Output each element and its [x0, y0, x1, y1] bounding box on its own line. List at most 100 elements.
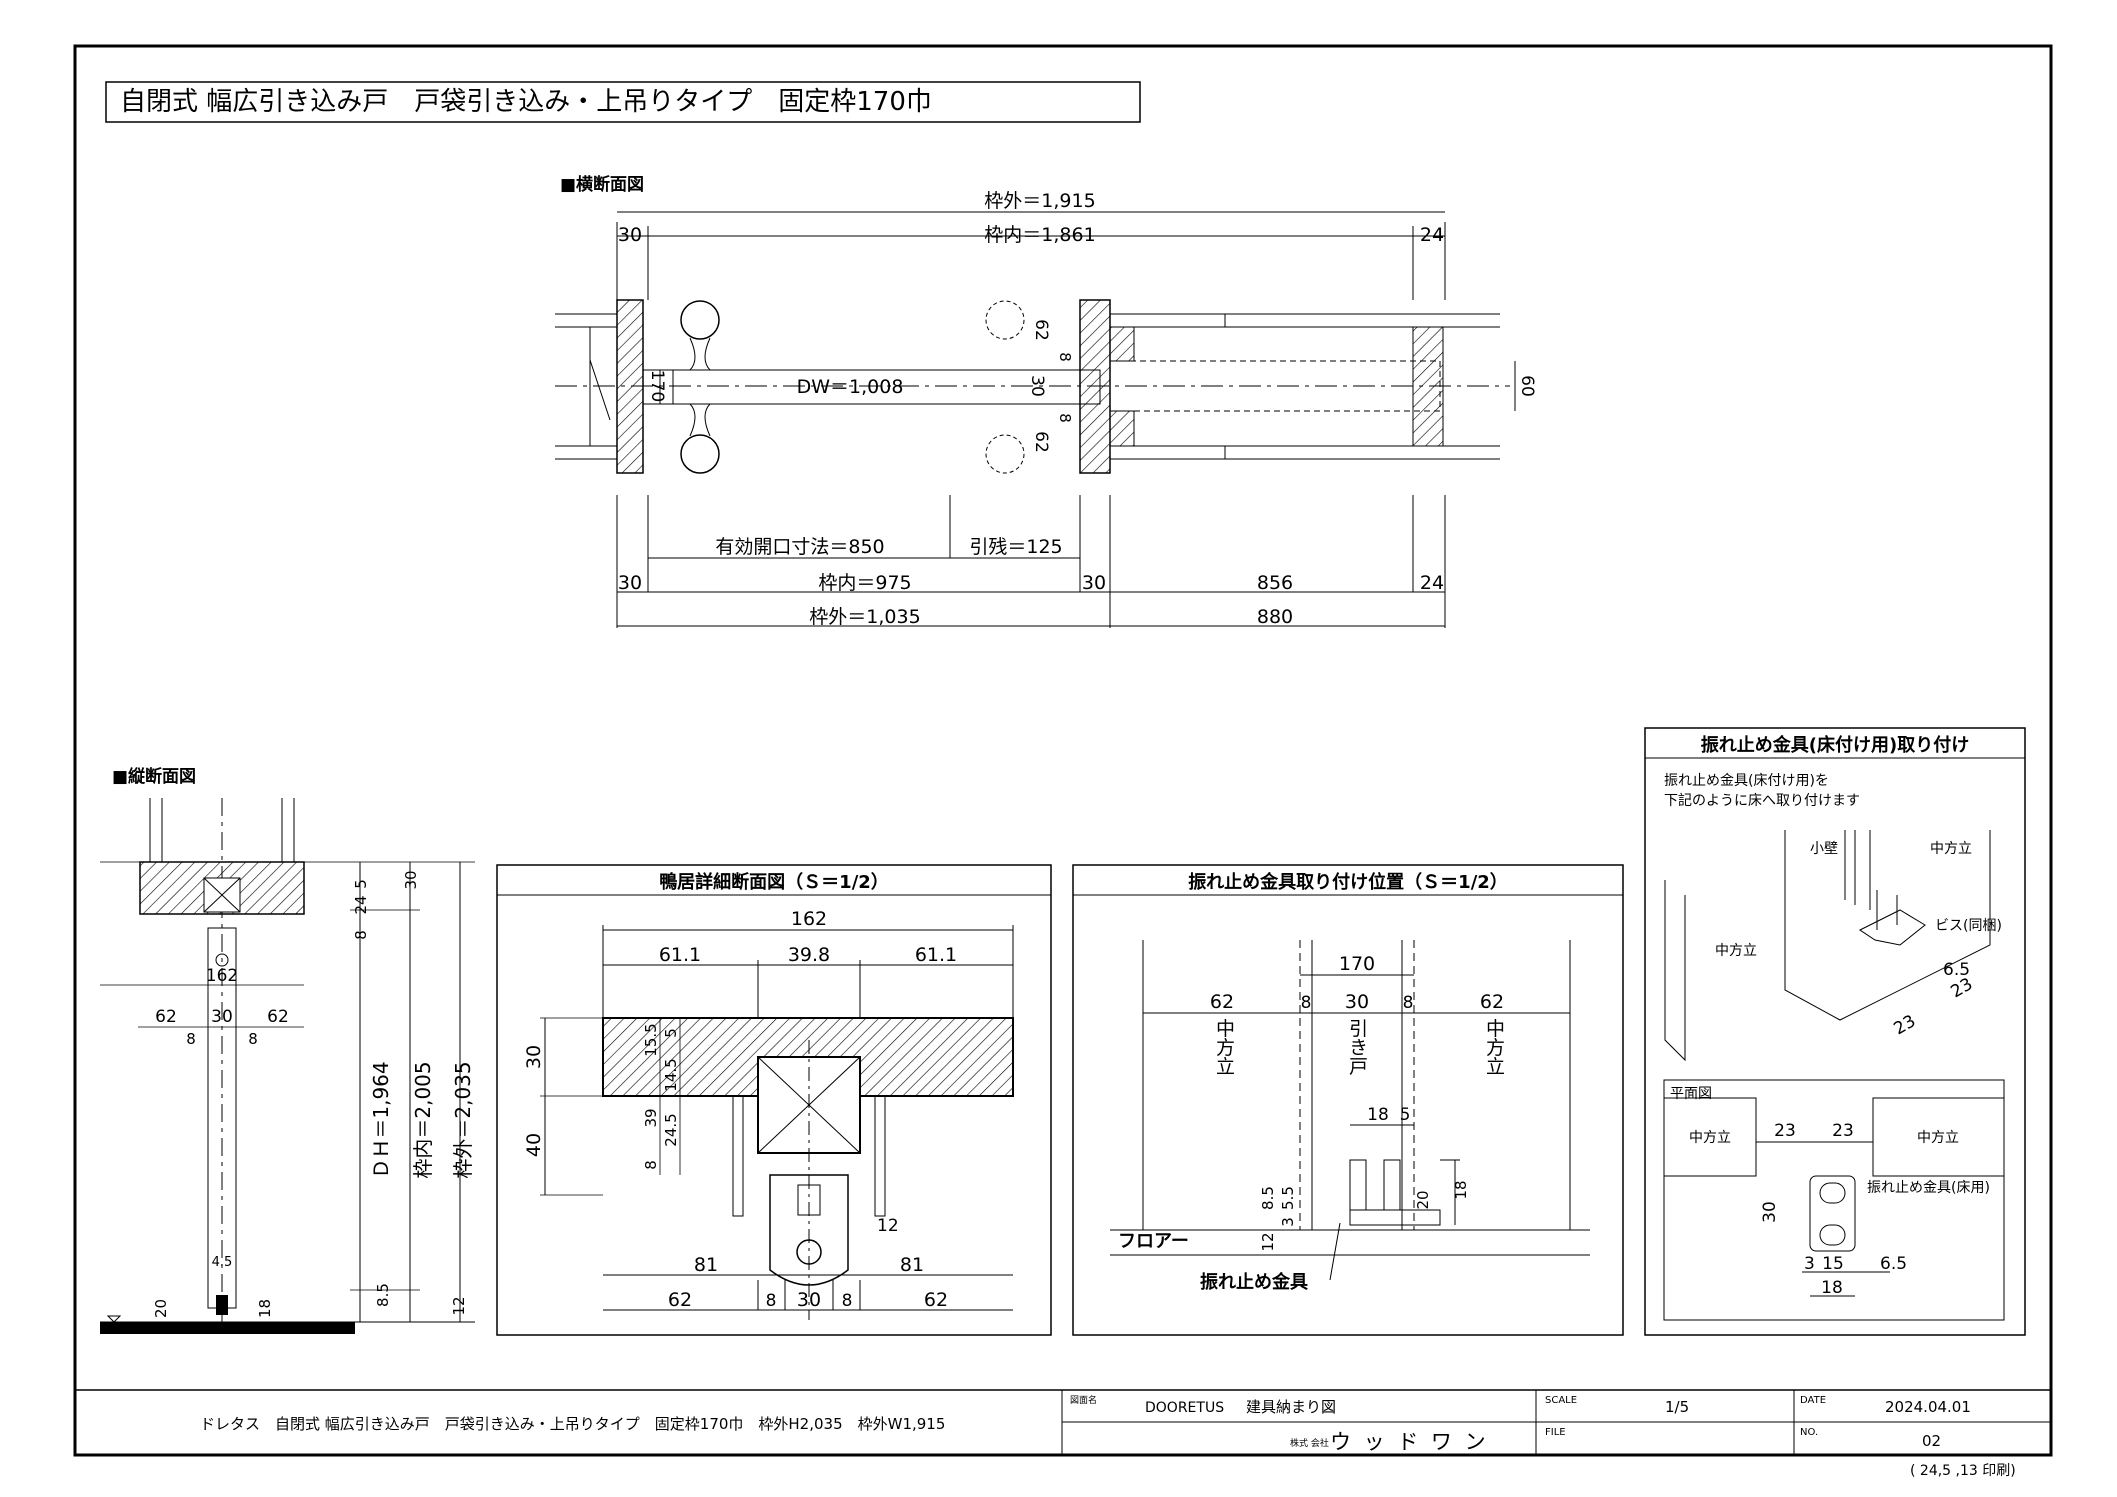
- plan-opening: 有効開口寸法＝850: [715, 536, 884, 558]
- sheet-border: [73, 44, 2053, 1457]
- sec-r30: 30: [402, 870, 420, 889]
- pos-5: 5: [1400, 1105, 1411, 1125]
- install-plan-23b: 23: [1832, 1121, 1854, 1141]
- sec-b12: 12: [450, 1296, 468, 1315]
- kamoi-v30: 30: [523, 1045, 545, 1069]
- plan-pull-remain: 引残＝125: [969, 536, 1062, 558]
- plan-outer-dim: 枠外＝1,915: [984, 190, 1095, 212]
- kamoi-b30: 30: [797, 1289, 821, 1311]
- pos-col-left: 中方立: [1213, 1018, 1235, 1075]
- install-plan-23a: 23: [1774, 1121, 1796, 1141]
- tb-file-label: FILE: [1545, 1427, 1566, 1438]
- tb-brand: DOORETUS: [1145, 1400, 1224, 1416]
- sec-w8a: 8: [186, 1030, 196, 1048]
- tb-company-prefix: 株式 会社: [1290, 1437, 1329, 1449]
- kamoi-162: 162: [791, 908, 827, 930]
- install-col-b: 中方立: [1715, 943, 1757, 959]
- plan-b975: 枠内＝975: [818, 572, 911, 594]
- tb-no-label: NO.: [1800, 1427, 1818, 1438]
- plan-heading: ■横断面図: [560, 174, 644, 195]
- install-plan-3: 3: [1804, 1254, 1815, 1274]
- sec-w62b: 62: [267, 1007, 289, 1027]
- tb-name-label: 図面名: [1070, 1394, 1097, 1406]
- sec-inner: 枠内＝2,005: [411, 1061, 435, 1178]
- plan-170: 170: [647, 370, 667, 402]
- sec-w162: 162: [206, 966, 238, 986]
- position-title: 振れ止め金具取り付け位置（Ｓ＝1/2）: [1188, 871, 1508, 893]
- position-detail: 振れ止め金具取り付け位置（Ｓ＝1/2） 170 62 8 30 8 62 中方立…: [1072, 864, 1624, 1336]
- sec-b20: 20: [152, 1299, 170, 1318]
- install-65: 6.5: [1943, 960, 1970, 980]
- install-small-wall: 小壁: [1810, 841, 1838, 857]
- install-screw: ビス(同梱): [1935, 918, 2002, 934]
- kamoi-v145: 14.5: [662, 1058, 680, 1091]
- pos-h12: 12: [1259, 1232, 1277, 1251]
- pos-62b: 62: [1480, 991, 1504, 1013]
- plan-8b: 8: [1056, 413, 1074, 423]
- plan-30: 30: [1027, 375, 1047, 397]
- pos-floor: フロアー: [1118, 1231, 1189, 1252]
- pos-8a: 8: [1301, 993, 1312, 1013]
- sec-r8: 8: [352, 930, 370, 940]
- install-plan-30: 30: [1760, 1201, 1780, 1223]
- pos-h18: 18: [1452, 1180, 1470, 1199]
- plan-inner-dim: 枠内＝1,861: [984, 224, 1095, 246]
- kamoi-81a: 81: [694, 1254, 718, 1276]
- pos-hardware: 振れ止め金具: [1200, 1271, 1308, 1293]
- sec-w8b: 8: [248, 1030, 258, 1048]
- kamoi-v245: 24.5: [662, 1113, 680, 1146]
- kamoi-title: 鴨居詳細断面図（Ｓ＝1/2）: [659, 871, 889, 893]
- pos-8b: 8: [1403, 993, 1414, 1013]
- install-plan-hw: 振れ止め金具(床用): [1867, 1180, 1990, 1196]
- tb-scale: 1/5: [1665, 1398, 1689, 1416]
- pos-170: 170: [1339, 953, 1375, 975]
- kamoi-b8a: 8: [766, 1291, 777, 1311]
- plan-b30b: 30: [1082, 572, 1106, 594]
- kamoi-b62a: 62: [668, 1289, 692, 1311]
- pos-h3: 3: [1279, 1217, 1297, 1227]
- install-plan-title: 平面図: [1670, 1086, 1712, 1102]
- kamoi-v5: 5: [662, 1028, 680, 1038]
- plan-62a: 62: [1031, 319, 1051, 341]
- install-plan-15: 15: [1822, 1254, 1844, 1274]
- title-box: [105, 81, 1141, 123]
- kamoi-398: 39.8: [788, 944, 830, 966]
- install-note2: 下記のように床へ取り付けます: [1664, 792, 1860, 809]
- install-plan-65: 6.5: [1880, 1254, 1907, 1274]
- plan-62b: 62: [1031, 431, 1051, 453]
- plan-b856: 856: [1257, 572, 1293, 594]
- pos-door: 引き戸: [1346, 1018, 1368, 1075]
- sec-w62a: 62: [155, 1007, 177, 1027]
- plan-left-dim: 30: [618, 224, 642, 246]
- sec-b18: 18: [256, 1299, 274, 1318]
- section-heading: ■縦断面図: [112, 766, 196, 787]
- pos-h20: 20: [1414, 1190, 1432, 1209]
- plan-b1035: 枠外＝1,035: [809, 606, 920, 628]
- kamoi-v39: 39: [642, 1108, 660, 1127]
- sec-dh: ＤＨ＝1,964: [369, 1061, 393, 1178]
- plan-8a: 8: [1056, 352, 1074, 362]
- section-view: ■縦断面図 162 62 30 62 8 8 20 18 4.5 5: [100, 766, 475, 1334]
- kamoi-611b: 61.1: [915, 944, 957, 966]
- install-plan-col-left: 中方立: [1689, 1130, 1731, 1146]
- plan-right-dim: 24: [1420, 224, 1444, 246]
- tb-date-label: DATE: [1800, 1395, 1826, 1406]
- tb-scale-label: SCALE: [1545, 1395, 1577, 1406]
- pos-col-right: 中方立: [1483, 1018, 1505, 1075]
- plan-b30a: 30: [618, 572, 642, 594]
- tb-printed: ( 24,5 ,13 印刷): [1910, 1463, 2016, 1479]
- install-title: 振れ止め金具(床付け用)取り付け: [1701, 734, 1969, 756]
- tb-product: ドレタス 自閉式 幅広引き込み戸 戸袋引き込み・上吊りタイプ 固定枠170巾 枠…: [200, 1415, 945, 1433]
- install-plan-18: 18: [1821, 1278, 1843, 1298]
- sec-r5: 5: [352, 879, 370, 889]
- install-col-a: 中方立: [1930, 841, 1972, 857]
- plan-dw-label: DW＝1,008: [797, 376, 904, 398]
- drawing-title: 自閉式 幅広引き込み戸 戸袋引き込み・上吊りタイプ 固定枠170巾: [120, 87, 932, 117]
- install-plan-col-right: 中方立: [1917, 1130, 1959, 1146]
- pos-h85: 8.5: [1259, 1186, 1277, 1210]
- sec-r24: 24: [352, 895, 370, 914]
- pos-62a: 62: [1210, 991, 1234, 1013]
- plan-60: 60: [1517, 375, 1537, 397]
- plan-b24: 24: [1420, 572, 1444, 594]
